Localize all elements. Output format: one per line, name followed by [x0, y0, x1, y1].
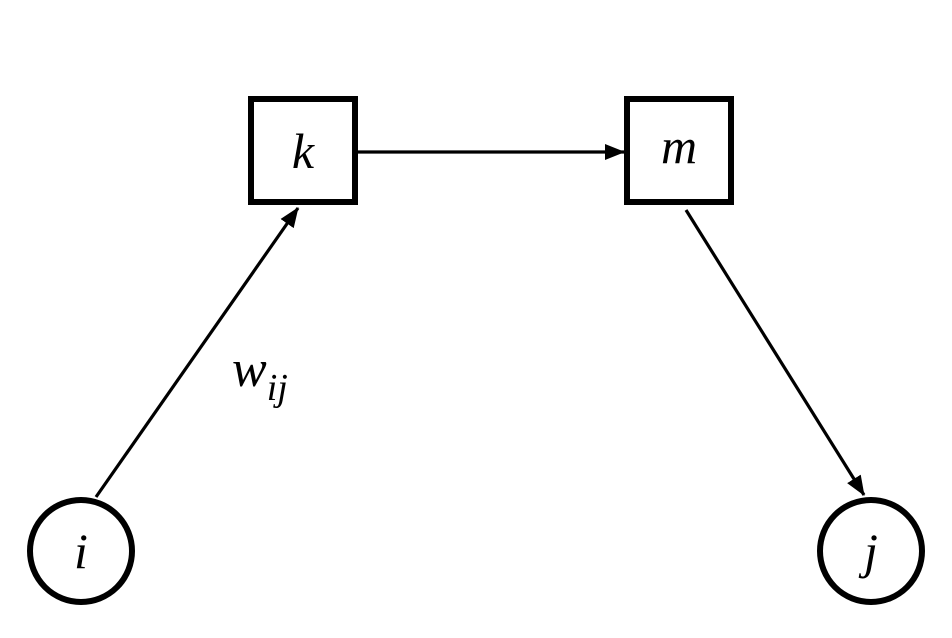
node-m-label: m: [661, 118, 697, 174]
edge-weight-label-main: w: [232, 341, 267, 398]
node-k: k: [248, 96, 358, 205]
edge-weight-label: wij: [232, 341, 288, 409]
edge-weight-label-subscript: ij: [267, 367, 288, 409]
node-m: m: [624, 96, 734, 205]
node-i-label: i: [74, 523, 88, 579]
node-k-label: k: [292, 123, 315, 179]
node-m-box: [624, 96, 734, 205]
node-j-circle: [817, 497, 925, 605]
edge-i-to-k: [94, 207, 300, 498]
node-j: j: [817, 497, 925, 605]
edge-m-to-j: [684, 209, 866, 496]
node-i-circle: [27, 497, 135, 605]
node-k-box: [248, 96, 358, 205]
node-i: i: [27, 497, 135, 605]
